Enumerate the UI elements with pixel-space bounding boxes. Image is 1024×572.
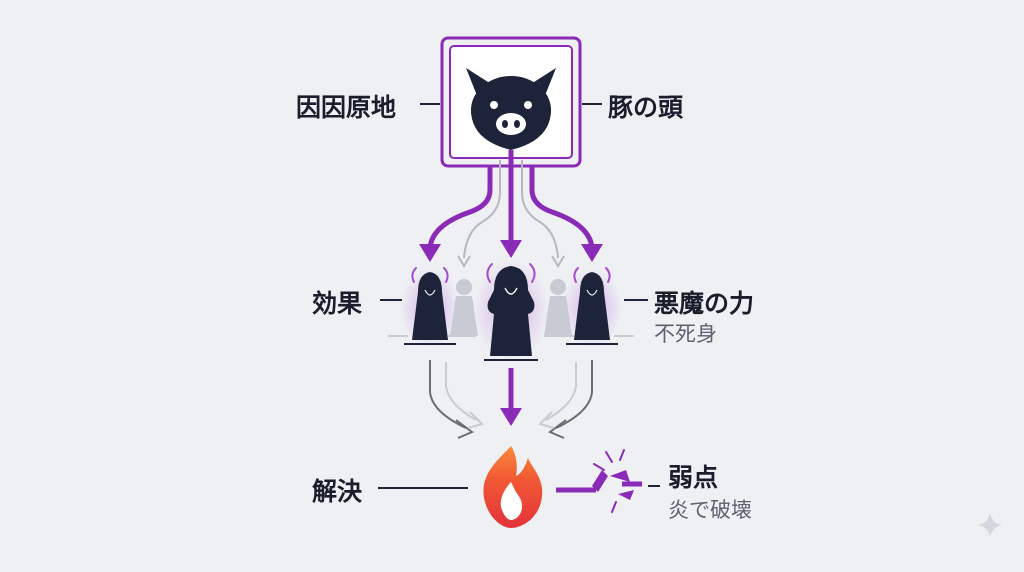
label-weakness: 弱点 bbox=[668, 463, 719, 492]
pig-head-icon bbox=[466, 68, 556, 150]
convergence-arrows bbox=[429, 360, 593, 429]
power-arrowheads bbox=[419, 240, 603, 262]
label-immortal: 不死身 bbox=[654, 322, 717, 346]
gray-arrowheads bbox=[457, 255, 565, 268]
label-fire-destroy: 炎で破壊 bbox=[668, 498, 752, 522]
label-source: 因因原地 bbox=[296, 93, 397, 122]
faded-figure-left bbox=[450, 279, 478, 336]
hooded-figure-left bbox=[412, 272, 448, 340]
hooded-figure-center bbox=[487, 266, 535, 356]
hooded-figures bbox=[412, 266, 610, 356]
power-arrows bbox=[427, 150, 595, 249]
aura-wisps bbox=[411, 263, 611, 283]
hooded-figure-right bbox=[574, 272, 610, 340]
label-demon-power: 悪魔の力 bbox=[654, 289, 755, 318]
gray-arrows bbox=[463, 160, 559, 259]
sparkle-icon bbox=[978, 513, 1002, 537]
label-effect: 効果 bbox=[312, 289, 363, 318]
faded-figures bbox=[450, 279, 572, 336]
label-pig-head: 豚の頭 bbox=[608, 93, 684, 122]
flame-icon bbox=[483, 446, 543, 528]
weakness-break-icon bbox=[556, 449, 660, 513]
label-solution: 解決 bbox=[312, 477, 363, 506]
faded-figure-right bbox=[544, 279, 572, 336]
center-down-arrow bbox=[500, 368, 522, 426]
convergence-arrowheads bbox=[455, 411, 567, 439]
ground-lines bbox=[388, 335, 634, 361]
leader-lines bbox=[378, 103, 648, 489]
